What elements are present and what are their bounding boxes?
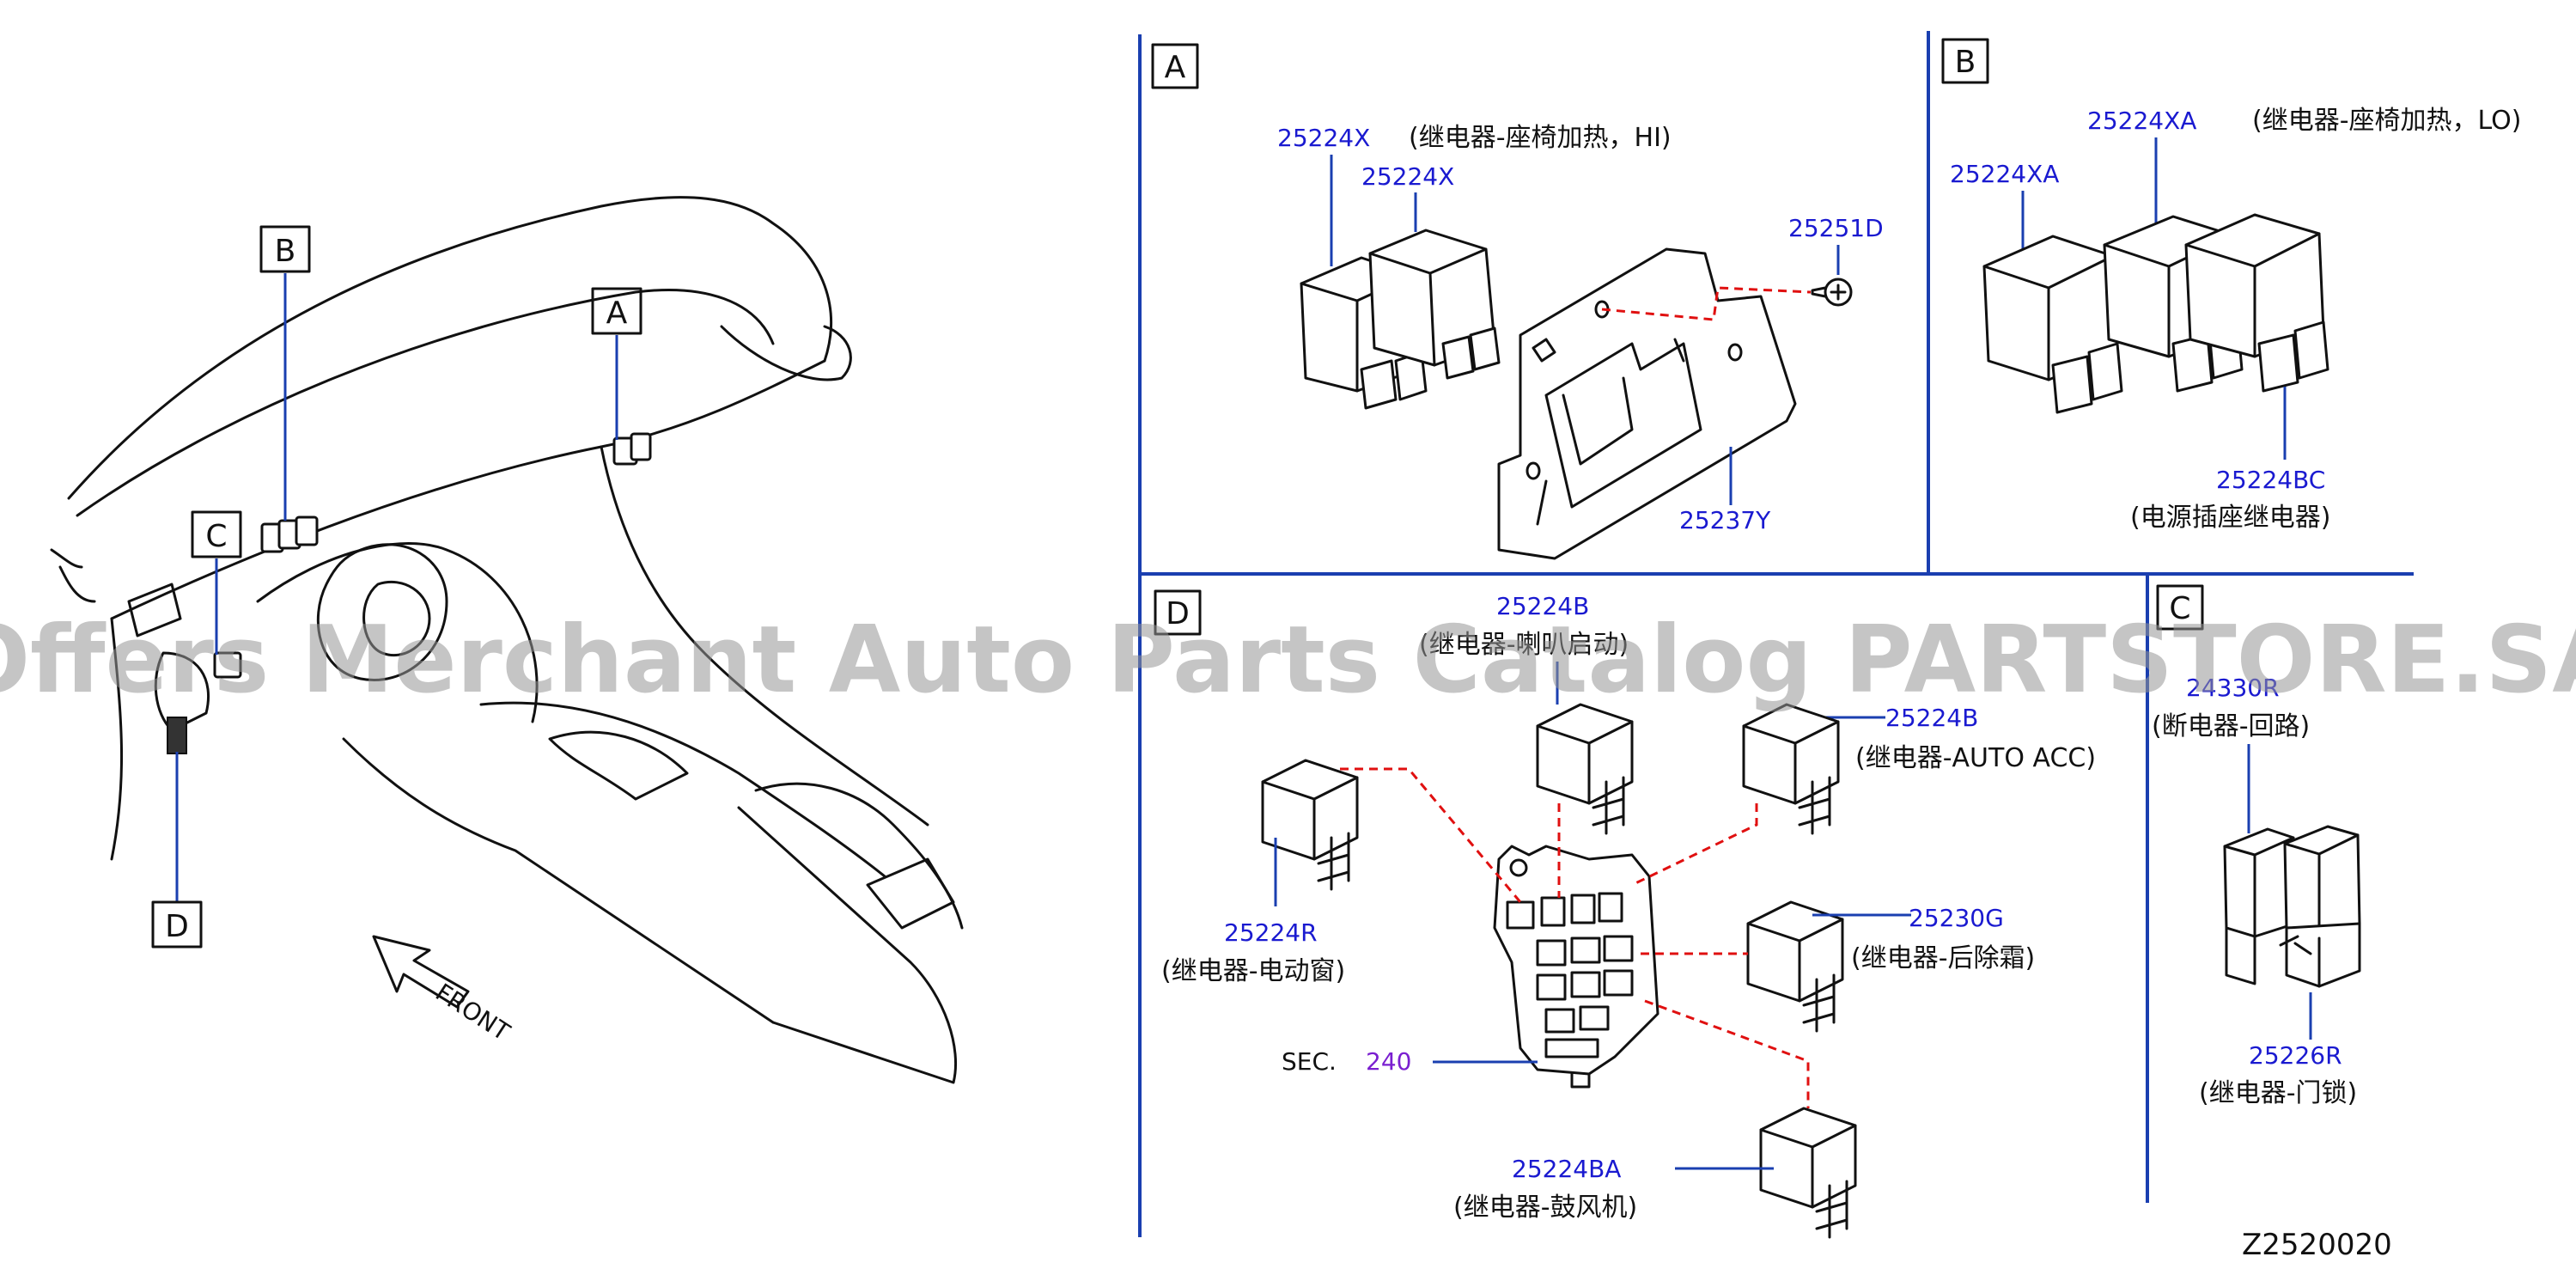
diagram-code: Z2520020 (2242, 1228, 2392, 1262)
relay-25224x-2 (1368, 229, 1501, 380)
panel-d-letter: D (1166, 596, 1190, 631)
relay-25226r (2279, 825, 2361, 988)
dashboard-relay-d (167, 717, 187, 754)
panel-c-letter: C (2169, 591, 2190, 626)
panel-a: A 25224X (继电器-座椅加热，HI) 25224X (1151, 43, 1884, 560)
screw-25251d (1811, 278, 1853, 307)
sec-number: 240 (1366, 1047, 1411, 1076)
panel-c-caption-bottom: (继电器-门锁) (2199, 1078, 2357, 1108)
panel-c: C 24330R (断电器-回路) 25226R (继电器-门锁) (2152, 584, 2361, 1108)
relay-24330r (2223, 827, 2297, 985)
relay-25224bc (2184, 213, 2329, 393)
front-arrow: FRONT (372, 935, 515, 1046)
caption-25224b-top: (继电器-喇叭启动) (1419, 630, 1629, 660)
caption-25224ba: (继电器-鼓风机) (1453, 1193, 1637, 1223)
relay-25230g (1746, 900, 1844, 1033)
panel-b-caption-top: (继电器-座椅加热，LO) (2252, 106, 2522, 136)
dashboard-overview: A B C D FRONT (50, 196, 964, 1084)
panel-a-caption: (继电器-座椅加热，HI) (1409, 123, 1672, 153)
part-25237y: 25237Y (1679, 506, 1771, 534)
sec-label: SEC. (1282, 1047, 1337, 1076)
panel-c-caption-top: (断电器-回路) (2152, 711, 2310, 741)
dashboard-relay-a (612, 432, 652, 466)
callout-c: C (205, 519, 227, 554)
part-25224x-2: 25224X (1361, 162, 1454, 191)
relay-25224b-right (1742, 703, 1840, 835)
part-25251d: 25251D (1788, 214, 1884, 242)
caption-25224r: (继电器-电动窗) (1161, 956, 1345, 986)
callout-d: D (165, 909, 189, 944)
relay-25224xa-1 (1982, 235, 2123, 414)
part-25224x-1: 25224X (1277, 124, 1370, 152)
part-25224xa-2: 25224XA (1950, 160, 2059, 188)
part-24330r: 24330R (2186, 674, 2280, 702)
part-25224b-top: 25224B (1496, 592, 1589, 620)
panel-d: D 25224B (继电器-喇叭启动) 25224B (继电器-AUTO ACC… (1154, 589, 2096, 1239)
callout-b: B (275, 234, 296, 269)
part-25226r: 25226R (2249, 1041, 2342, 1070)
panel-b: B 25224XA (继电器-座椅加热，LO) 25224XA 25224BC … (1941, 38, 2522, 533)
front-label: FRONT (430, 978, 515, 1046)
bracket-25237y (1497, 247, 1797, 560)
dashboard-relay-c (213, 651, 242, 679)
panel-b-letter: B (1955, 45, 1976, 80)
caption-25230g: (继电器-后除霜) (1851, 943, 2035, 973)
panel-a-letter: A (1165, 50, 1186, 85)
part-25230g: 25230G (1909, 904, 2004, 932)
part-25224xa-1: 25224XA (2087, 107, 2196, 135)
part-25224b-right: 25224B (1885, 704, 1978, 732)
panel-b-caption-bottom: (电源插座继电器) (2130, 503, 2330, 533)
watermark: Offers Merchant Auto Parts Catalog PARTS… (0, 607, 2576, 714)
panel-dividers (1138, 31, 2414, 1237)
part-25224r: 25224R (1224, 918, 1318, 947)
dashboard-relay-b (260, 515, 319, 553)
caption-25224b-right: (继电器-AUTO ACC) (1855, 743, 2096, 773)
part-25224bc: 25224BC (2216, 466, 2325, 494)
relay-25224b-top (1536, 703, 1634, 835)
part-25224ba: 25224BA (1512, 1155, 1621, 1183)
fuse-block (1493, 845, 1659, 1089)
relay-25224ba (1759, 1107, 1857, 1239)
callout-a: A (606, 296, 628, 331)
